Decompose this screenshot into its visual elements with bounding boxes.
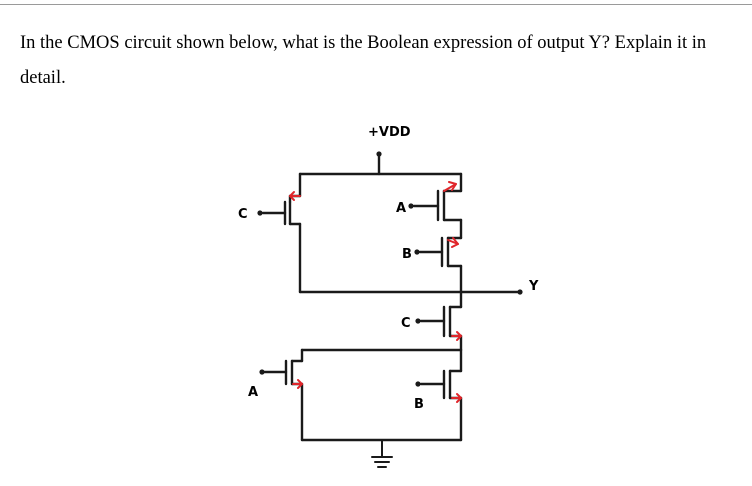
nmos-a-gate-terminal [259,369,265,375]
output-terminal [517,289,523,295]
top-rule [0,4,752,5]
output-label: Y [528,279,539,294]
nmos-c-gate-label: C [401,316,411,331]
pmos-c-arrow-icon [289,191,301,201]
nmos-c-gate-terminal [415,318,421,324]
pmos-a-transistor [412,172,463,240]
pmos-a-arrow-icon [443,181,457,192]
vdd-terminal [376,151,382,176]
nmos-b-arrow-icon [451,393,462,403]
pmos-b-gate-label: B [402,247,412,262]
pmos-c-gate-label: C [238,207,248,222]
pmos-a-gate-terminal [408,203,414,209]
nmos-c-arrow-icon [451,331,462,341]
pmos-b-transistor [418,236,463,294]
nmos-b-gate-terminal [415,381,421,387]
vdd-label: +VDD [368,125,411,140]
nmos-a-arrow-icon [292,379,303,389]
question-text: In the CMOS circuit shown below, what is… [20,33,707,88]
pmos-c-transistor [261,172,302,294]
pmos-c-gate-terminal [257,210,263,216]
nmos-b-transistor [419,348,463,442]
ground-icon [371,439,393,468]
nmos-a-gate-label: A [248,385,258,400]
pmos-a-gate-label: A [396,201,406,216]
nmos-b-gate-label: B [414,397,424,412]
pmos-b-gate-terminal [414,249,420,255]
pmos-b-arrow-icon [447,237,459,248]
nmos-a-transistor [262,348,304,442]
nmos-c-transistor [419,290,463,352]
